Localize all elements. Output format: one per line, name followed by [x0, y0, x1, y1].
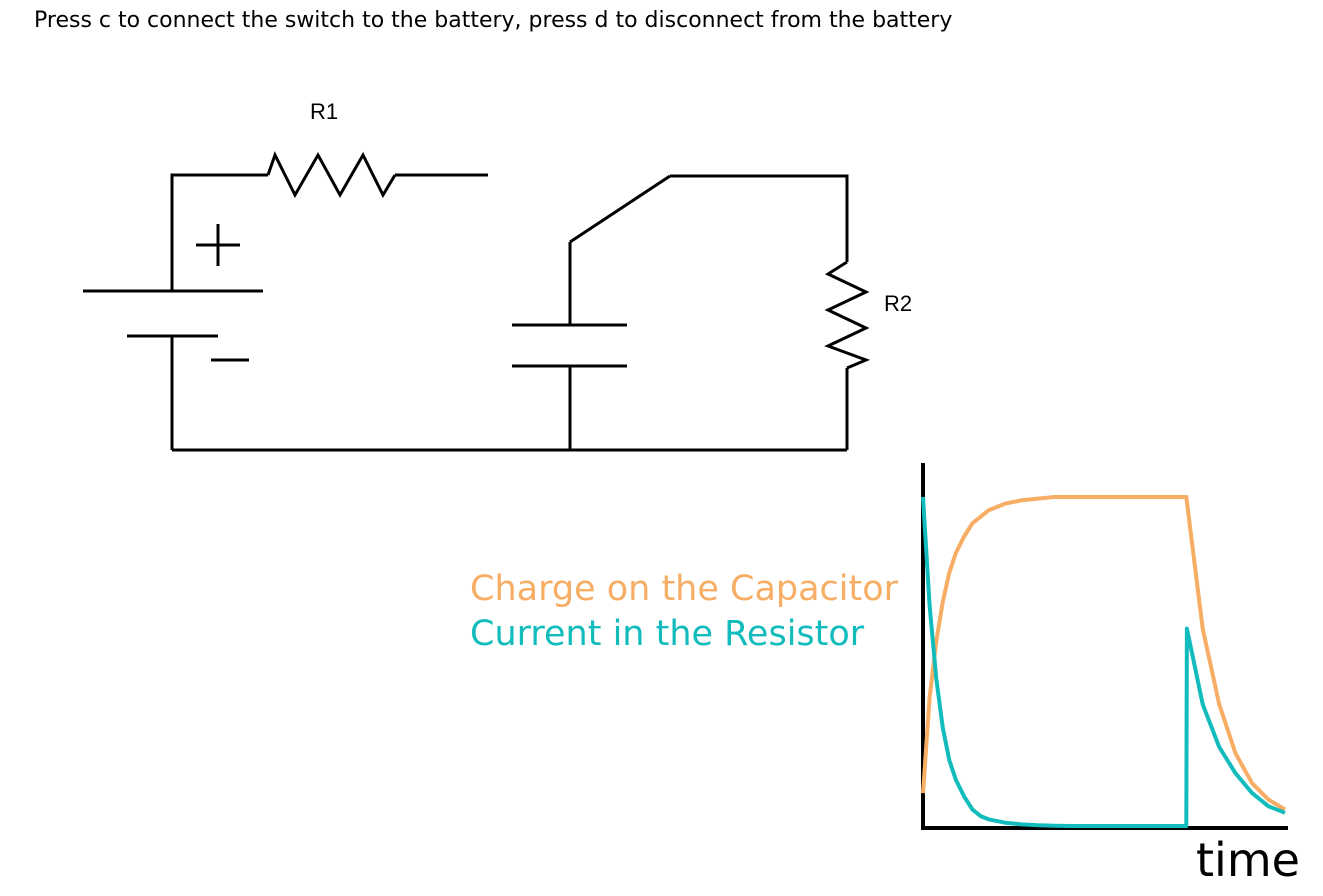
switch-blade: [569, 174, 671, 244]
resistor-r2-label: R2: [884, 291, 912, 316]
resistor-r2: [824, 260, 871, 370]
series-line-charge: [921, 495, 1287, 812]
resistor-r1-label: R1: [310, 99, 338, 124]
instructions-text: Press c to connect the switch to the bat…: [34, 8, 953, 33]
plus-sign: [196, 224, 240, 266]
resistor-r1: [266, 151, 397, 199]
wire-switch-to-r2: [670, 174, 849, 262]
legend-charge: Charge on the Capacitor: [470, 569, 899, 609]
legend-current: Current in the Resistor: [470, 614, 865, 654]
series-line-current: [921, 496, 1286, 828]
x-axis-label: time: [1196, 833, 1300, 887]
wire-battery-top: [170, 173, 268, 290]
